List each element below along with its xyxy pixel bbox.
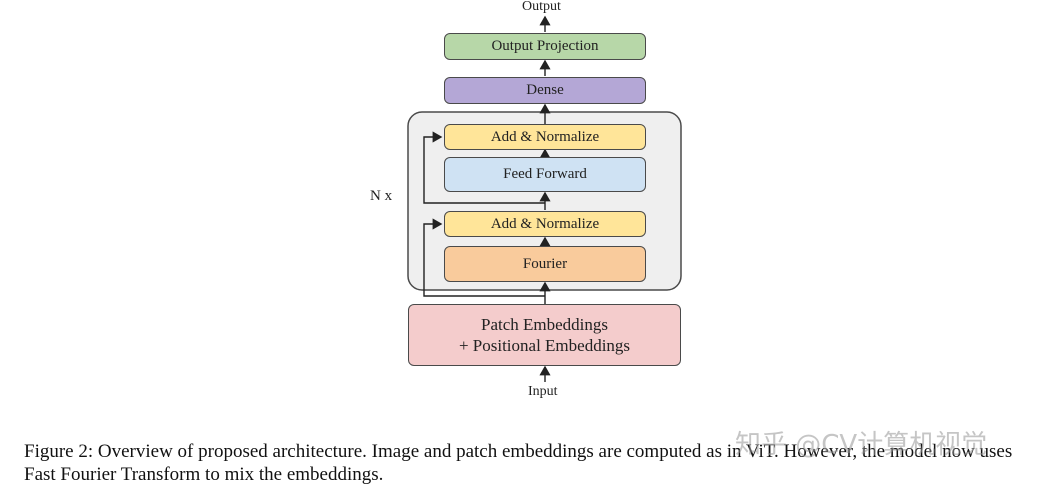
repeat-label: N x: [370, 188, 393, 204]
embeddings-line-1: Patch Embeddings: [480, 315, 608, 334]
output-label: Output: [522, 0, 561, 14]
embeddings-block: Patch Embeddings + Positional Embeddings: [408, 304, 681, 366]
figure-caption: Figure 2: Overview of proposed architect…: [24, 441, 1013, 485]
residual-connection-upper: [423, 131, 545, 204]
feed-forward-block: Feed Forward: [444, 157, 646, 192]
residual-connection-lower: [423, 218, 545, 297]
embeddings-line-2: + Positional Embeddings: [458, 336, 631, 355]
input-label: Input: [528, 384, 558, 399]
add-normalize-bottom-block: Add & Normalize: [444, 211, 646, 237]
watermark: 知乎 @CV计算机视觉: [735, 430, 988, 460]
dense-block: Dense: [444, 77, 646, 104]
add-normalize-top-block: Add & Normalize: [444, 124, 646, 150]
fourier-block: Fourier: [444, 246, 646, 282]
output-projection-block: Output Projection: [444, 33, 646, 60]
